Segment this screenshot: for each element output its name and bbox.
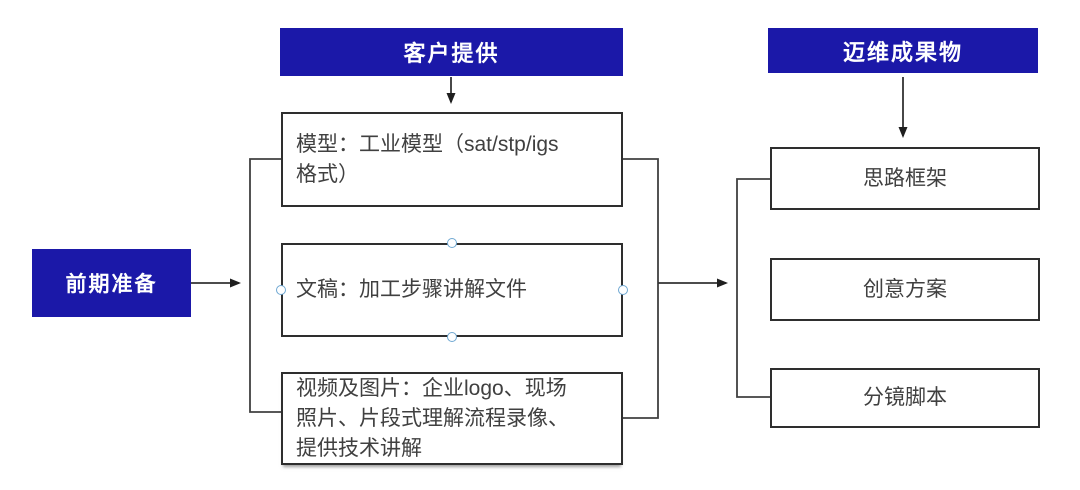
- customer-box-document[interactable]: 文稿：加工步骤讲解文件: [281, 243, 623, 337]
- selection-handle-left[interactable]: [276, 285, 286, 295]
- selection-handle-right[interactable]: [618, 285, 628, 295]
- customer-box-media-label: 视频及图片：企业logo、现场 照片、片段式理解流程录像、 提供技术讲解: [296, 376, 569, 460]
- customer-box-document-label: 文稿：加工步骤讲解文件: [296, 278, 527, 301]
- deliverables-header[interactable]: 迈维成果物: [768, 28, 1038, 73]
- customer-header[interactable]: 客户提供: [280, 28, 623, 76]
- selection-handle-bottom[interactable]: [447, 332, 457, 342]
- customer-collect-bracket-connector: [623, 158, 659, 419]
- deliverables-bracket-connector: [736, 178, 770, 398]
- deliverable-box-framework-label: 思路框架: [863, 166, 947, 190]
- deliverable-box-storyboard[interactable]: 分镜脚本: [770, 368, 1040, 428]
- left-bracket-connector: [249, 158, 281, 413]
- deliverable-box-framework[interactable]: 思路框架: [770, 147, 1040, 210]
- customer-box-model-label: 模型：工业模型（sat/stp/igs 格式）: [296, 132, 559, 186]
- deliverable-box-concept-label: 创意方案: [863, 277, 947, 301]
- customer-box-media[interactable]: 视频及图片：企业logo、现场 照片、片段式理解流程录像、 提供技术讲解: [281, 372, 623, 465]
- customer-header-label: 客户提供: [403, 41, 500, 66]
- customer-box-model[interactable]: 模型：工业模型（sat/stp/igs 格式）: [281, 112, 623, 207]
- prep-stage-box[interactable]: 前期准备: [32, 249, 191, 317]
- selection-handle-top[interactable]: [447, 238, 457, 248]
- deliverable-box-storyboard-label: 分镜脚本: [863, 386, 947, 409]
- deliverables-header-label: 迈维成果物: [842, 39, 963, 65]
- prep-stage-label: 前期准备: [65, 273, 158, 296]
- deliverable-box-concept[interactable]: 创意方案: [770, 258, 1040, 321]
